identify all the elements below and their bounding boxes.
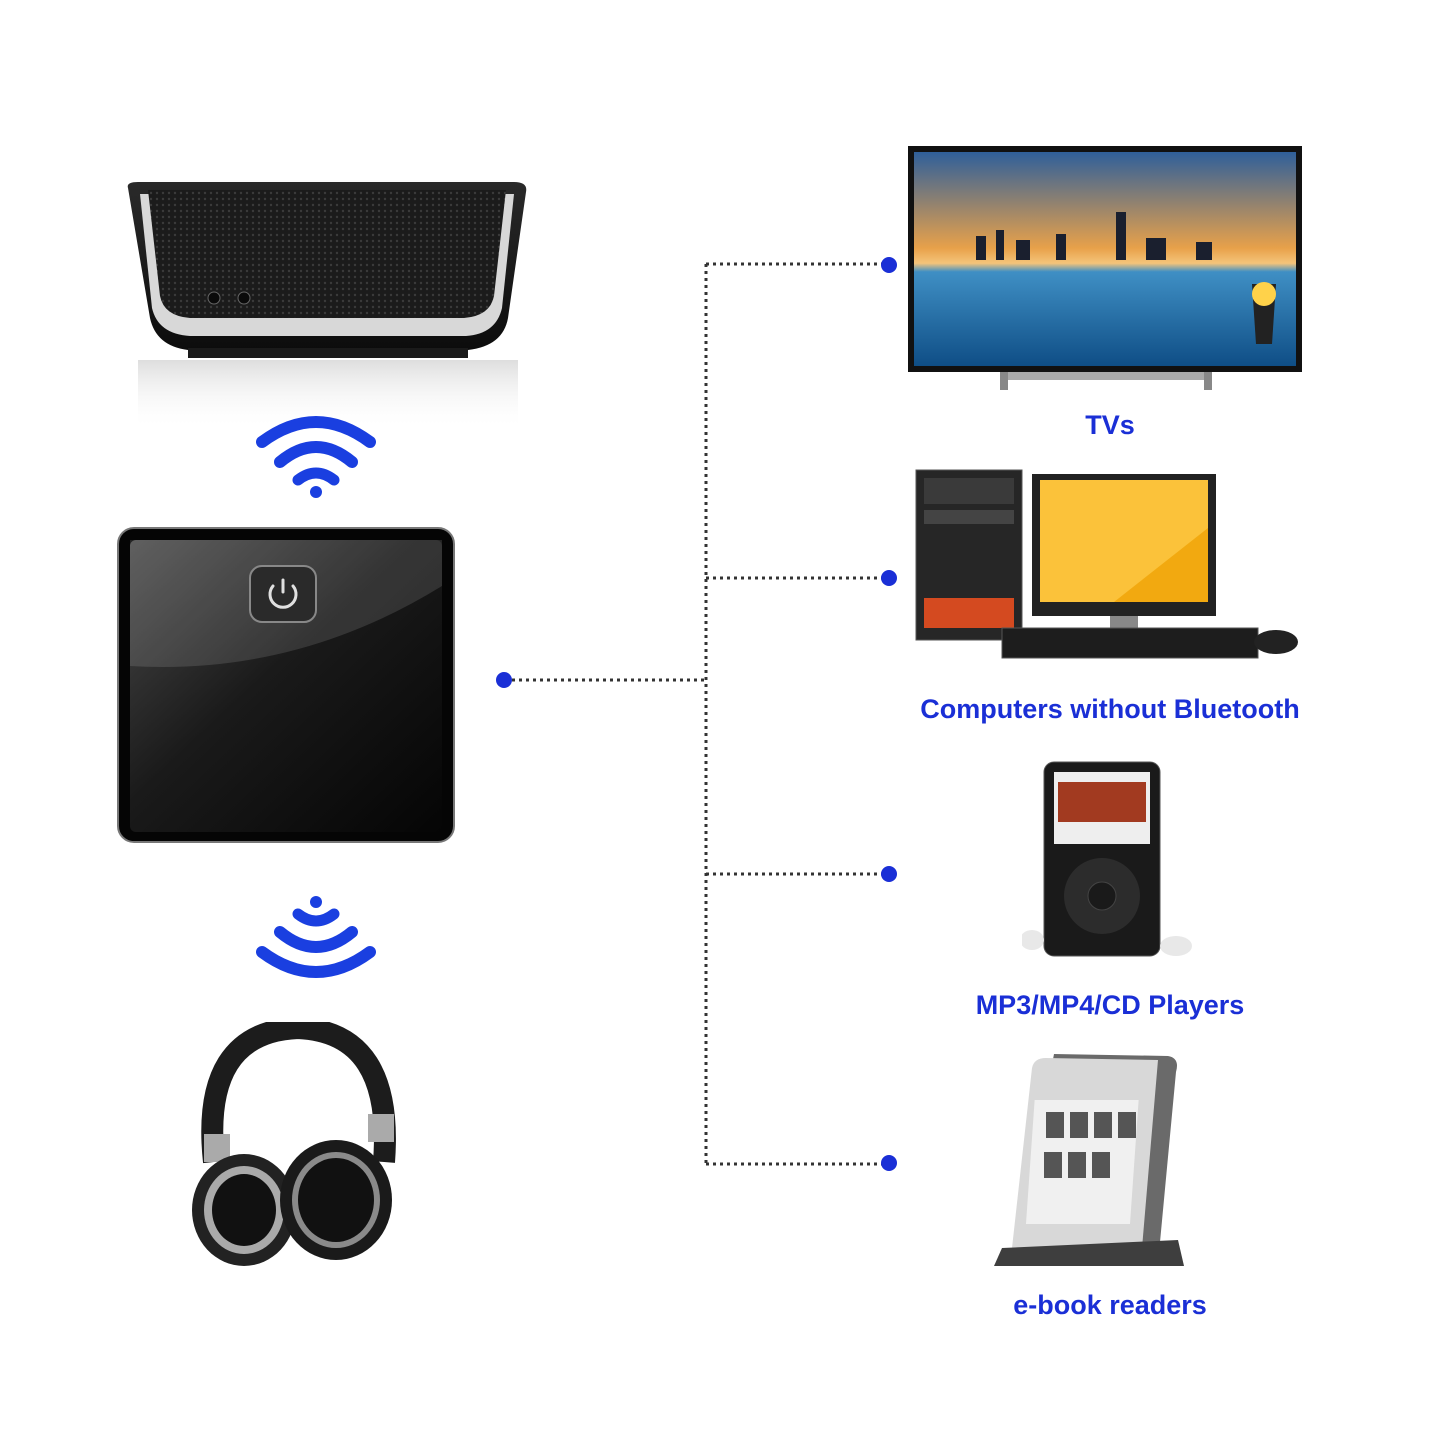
bluetooth-transmitter-image (116, 526, 458, 846)
computer-label: Computers without Bluetooth (920, 694, 1300, 724)
connector-dot-tv (881, 257, 897, 273)
ebook-reader-image (992, 1052, 1188, 1270)
wireless-signal-icon-bottom (256, 896, 376, 978)
ebook-label: e-book readers (1013, 1290, 1207, 1320)
connector-dot-ebook (881, 1155, 897, 1171)
tv-label: TVs (1085, 410, 1135, 440)
connector-dot-mp3 (881, 866, 897, 882)
wireless-signal-icon-top (256, 416, 376, 498)
connector-dot-source (496, 672, 512, 688)
bluetooth-speaker-image (118, 178, 538, 438)
mp3-player-image (1022, 760, 1198, 966)
connector-dot-computer (881, 570, 897, 586)
tv-image (906, 144, 1304, 396)
computer-image (914, 468, 1306, 670)
mp3-label: MP3/MP4/CD Players (975, 990, 1245, 1020)
headphones-image (186, 1022, 406, 1268)
